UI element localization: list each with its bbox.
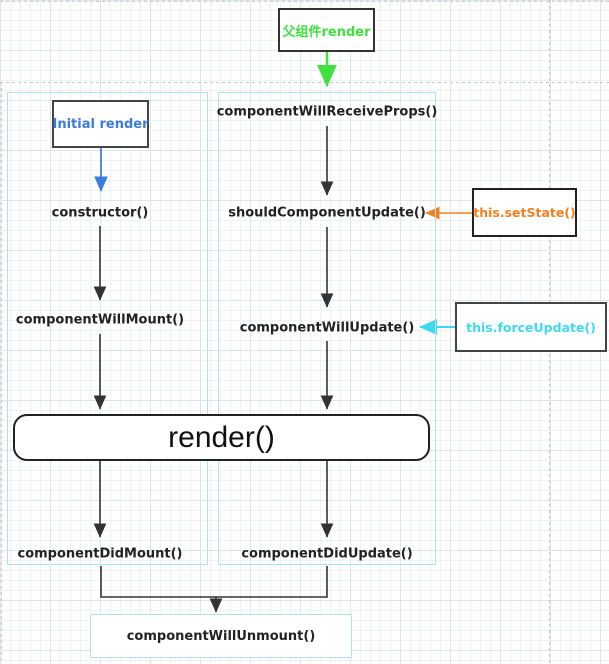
component-will-unmount-box: componentWillUnmount() — [90, 614, 352, 658]
label-component-did-mount: componentDidMount() — [17, 546, 183, 562]
force-update-box: this.forceUpdate() — [455, 302, 607, 352]
label-component-will-receive-props: componentWillReceiveProps() — [216, 104, 438, 120]
label-constructor: constructor() — [51, 205, 149, 221]
label-component-did-update: componentDidUpdate() — [241, 546, 413, 562]
initial-render-box: Initial render — [52, 100, 149, 148]
set-state-box: this.setState() — [472, 188, 577, 237]
label-should-component-update: shouldComponentUpdate() — [228, 205, 426, 221]
mount-phase-column — [7, 92, 208, 565]
label-component-will-mount: componentWillMount() — [15, 312, 185, 328]
merge-connector — [100, 566, 328, 598]
render-box: render() — [13, 414, 430, 461]
update-phase-column — [218, 92, 436, 565]
parent-render-box: 父组件render — [278, 8, 375, 52]
label-component-will-update: componentWillUpdate() — [239, 320, 415, 336]
